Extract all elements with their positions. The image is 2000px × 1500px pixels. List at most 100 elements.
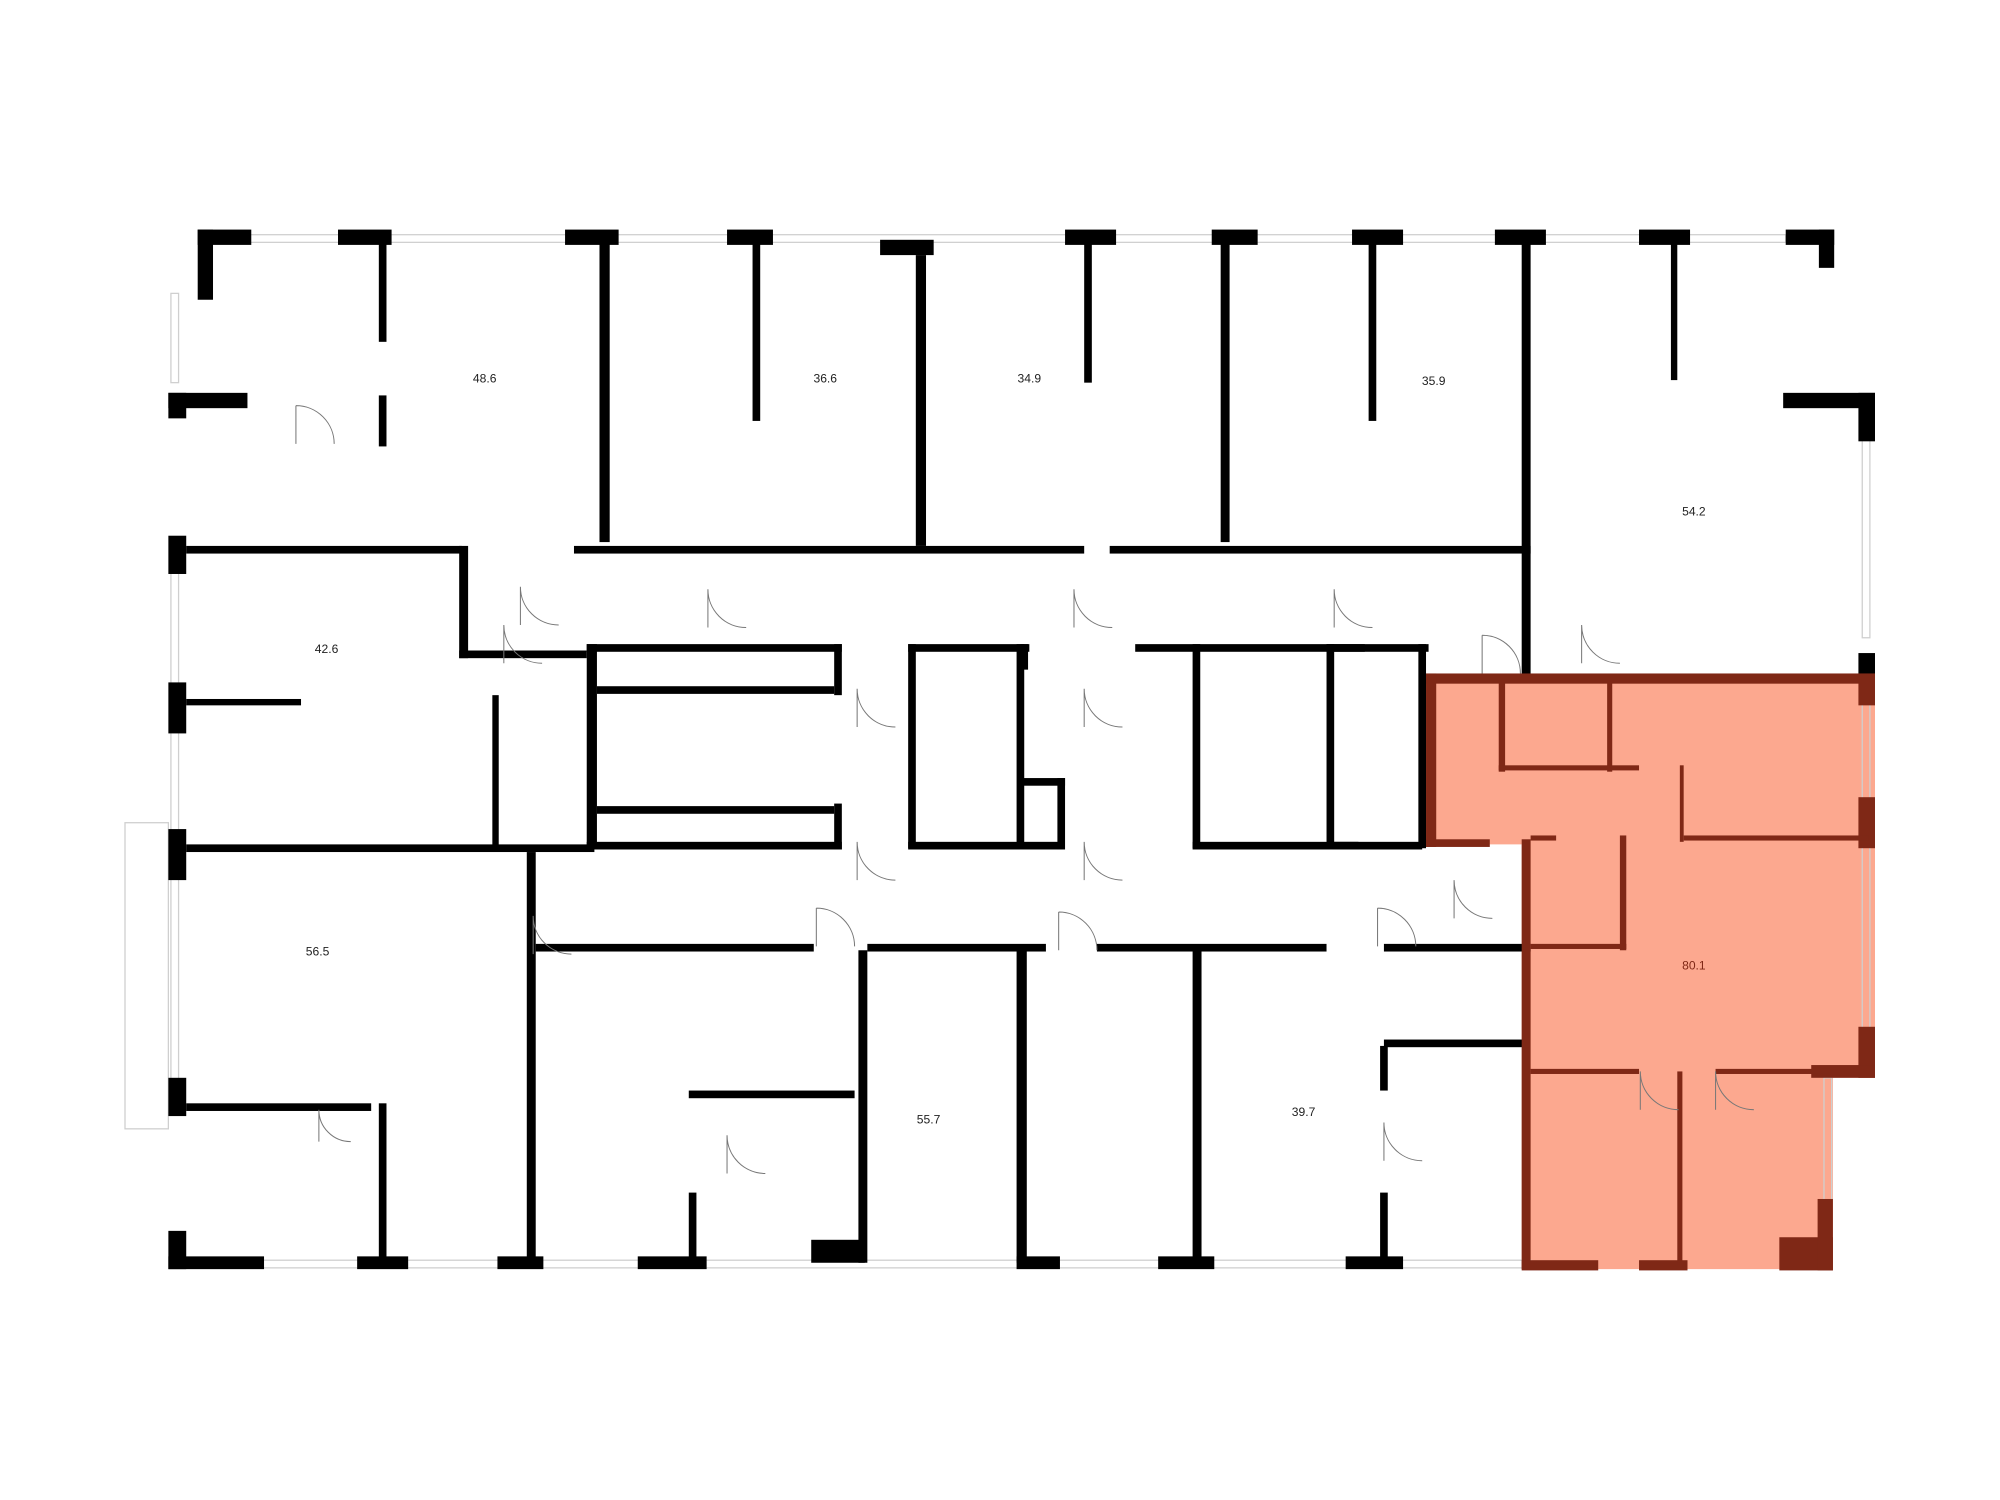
walls [168,229,1875,1270]
wall-highlighted [1530,835,1557,841]
wall-highlighted [1677,1071,1683,1263]
wall-highlighted [1530,1068,1640,1074]
wall-highlighted [1858,673,1875,706]
wall-highlighted [1679,765,1684,842]
wall [1521,242,1531,677]
wall-highlighted [1426,839,1490,847]
wall [586,644,597,849]
wall [1858,653,1875,679]
wall [688,1090,855,1099]
wall [1057,778,1066,850]
wall [858,950,868,1263]
wall [1096,943,1327,952]
door-swing [1481,634,1521,674]
window [170,292,180,384]
wall [1065,229,1117,245]
wall [915,255,927,546]
wall [1383,1039,1525,1048]
wall [1109,545,1531,554]
door-swing [1453,880,1493,919]
wall [1818,229,1835,268]
wall [492,695,499,849]
wall [197,229,214,300]
wall [1016,950,1027,1263]
apartment-area-label[interactable]: 48.6 [473,372,497,386]
wall [186,844,595,853]
wall [1494,229,1546,245]
wall-highlighted [1426,673,1437,847]
wall [637,1256,707,1270]
wall-highlighted [1521,839,1531,1270]
wall [1383,943,1531,952]
door-swing [1581,624,1620,664]
wall [1158,1256,1215,1270]
wall-highlighted [1817,1198,1833,1271]
wall [1192,950,1202,1263]
wall [168,829,187,881]
door-swing [1083,688,1123,728]
wall-highlighted [1498,682,1506,772]
apartment-area-label[interactable]: 34.9 [1018,372,1042,386]
wall [526,852,536,1263]
door-swing [856,841,896,881]
wall [378,242,387,342]
wall [1368,242,1377,421]
apartment-area-label[interactable]: 35.9 [1422,374,1446,388]
wall [586,841,842,850]
door-swing [318,1109,351,1143]
wall [1783,392,1875,409]
apartment-area-label-highlighted[interactable]: 80.1 [1682,958,1706,972]
wall [378,395,387,447]
window [124,822,170,1130]
wall [908,841,1062,850]
apartment-highlight-80-1[interactable] [1426,676,1875,1270]
apartment-area-label[interactable]: 54.2 [1682,504,1706,518]
wall [1211,229,1258,245]
wall [867,943,1046,952]
wall-highlighted [1639,1260,1688,1271]
wall [596,806,835,814]
wall [338,229,392,245]
wall [1858,392,1875,442]
wall [688,1192,697,1263]
wall [1084,242,1092,383]
door-swing [815,907,856,947]
wall [459,650,587,659]
wall-highlighted [1683,835,1869,841]
door-swing [1058,911,1098,951]
wall [727,229,773,245]
wall [834,803,842,850]
wall [497,1256,544,1270]
wall [535,943,814,952]
wall-highlighted [1619,835,1627,951]
door-swing [707,589,747,629]
wall [599,242,610,543]
apartment-area-label[interactable]: 39.7 [1292,1105,1316,1119]
apartment-area-label[interactable]: 42.6 [315,642,339,656]
wall [880,239,934,256]
door-swing [1715,1071,1754,1111]
wall [1380,1045,1388,1091]
wall [1332,841,1423,850]
door-swing [532,915,572,955]
door-swing [1383,1122,1423,1162]
door-swing [1073,589,1113,629]
wall [1016,1256,1060,1270]
apartment-area-label[interactable]: 36.6 [813,372,837,386]
wall-highlighted [1530,943,1627,949]
door-swing [1377,907,1417,947]
wall [186,545,462,554]
wall [1220,242,1230,543]
wall-highlighted [1811,1065,1875,1078]
wall [1020,778,1066,786]
wall [1418,644,1427,849]
wall [1326,644,1429,652]
apartment-area-label[interactable]: 56.5 [306,944,330,958]
wall [908,644,916,849]
wall [186,1103,372,1111]
wall [573,545,1085,554]
door-swing [1639,1071,1679,1111]
wall-highlighted [1607,682,1613,772]
apartment-area-label[interactable]: 55.7 [917,1113,941,1127]
